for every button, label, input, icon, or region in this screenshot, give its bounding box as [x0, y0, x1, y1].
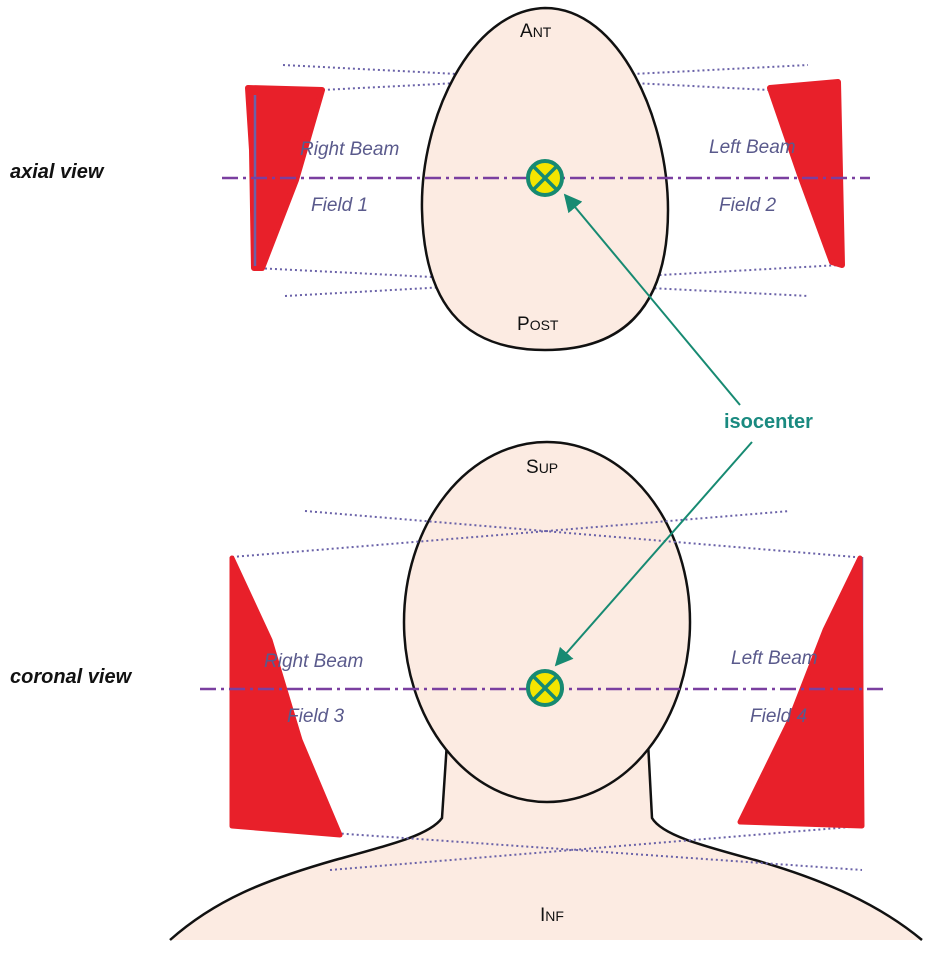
post-first: P — [517, 314, 530, 335]
coronal-field-4-label: Field 4 — [750, 706, 807, 727]
inf-label: INF — [540, 905, 564, 926]
coronal-head-outline — [402, 440, 692, 804]
post-rest: OST — [530, 317, 559, 333]
axial-field-1-label: Field 1 — [311, 195, 368, 216]
axial-left-beam-label: Left Beam — [709, 137, 796, 158]
isocenter-arrow-coronal — [554, 441, 753, 667]
sup-label: SUP — [526, 457, 558, 478]
coronal-right-wedge — [229, 555, 343, 838]
axial-right-beam-label: Right Beam — [300, 139, 399, 160]
ant-first: A — [520, 21, 533, 42]
isocenter-label: isocenter — [724, 411, 813, 433]
coronal-left-beam-label: Left Beam — [731, 648, 818, 669]
coronal-left-wedge — [737, 555, 865, 829]
ant-label: ANT — [520, 21, 552, 42]
sup-rest: UP — [539, 460, 558, 476]
axial-field-2-label: Field 2 — [719, 195, 776, 216]
isocenter-arrow-axial — [563, 193, 741, 406]
coronal-right-beam-label: Right Beam — [264, 651, 363, 672]
coronal-shoulder-outline — [169, 741, 923, 941]
ant-rest: NT — [533, 24, 552, 40]
inf-first: I — [540, 905, 545, 926]
post-label: POST — [517, 314, 559, 335]
sup-first: S — [526, 457, 539, 478]
coronal-view-label: coronal view — [10, 666, 133, 688]
inf-rest: NF — [545, 908, 564, 924]
axial-isocenter-marker — [526, 159, 564, 197]
coronal-body-outline — [170, 742, 922, 940]
coronal-field-3-label: Field 3 — [287, 706, 344, 727]
axial-view-label: axial view — [10, 161, 105, 183]
axial-left-wedge — [767, 79, 845, 268]
coronal-isocenter-marker — [526, 669, 564, 707]
